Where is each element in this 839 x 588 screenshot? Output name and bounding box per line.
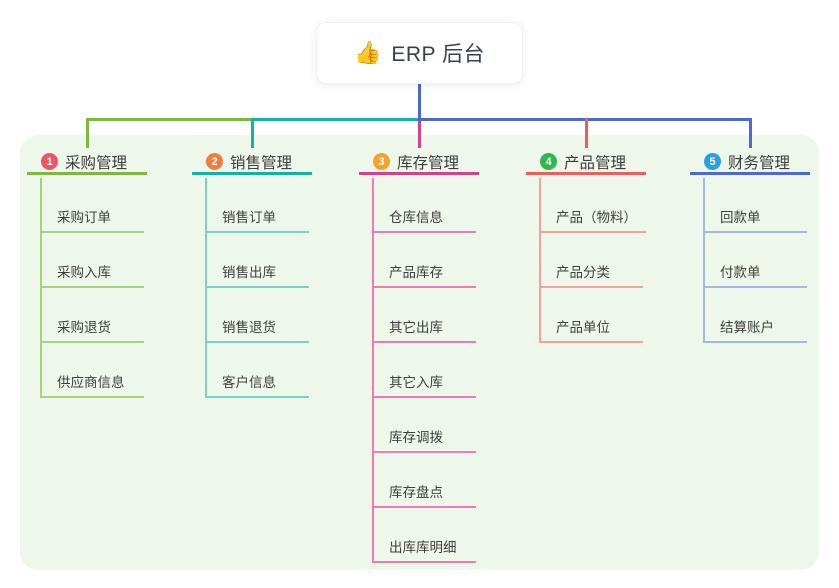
child-item: 结算账户 [703, 288, 807, 343]
branch-header-4: 4 产品管理 [526, 151, 646, 175]
child-item: 付款单 [703, 233, 807, 288]
child-label: 结算账户 [720, 320, 774, 335]
branch-label: 财务管理 [728, 154, 791, 172]
child-item: 产品（物料） [539, 178, 646, 233]
child-item: 供应商信息 [40, 343, 144, 398]
branch-label: 产品管理 [564, 154, 627, 172]
mindmap-panel [20, 135, 819, 570]
child-item: 销售出库 [205, 233, 309, 288]
child-item: 采购入库 [40, 233, 144, 288]
child-item: 其它入库 [372, 343, 476, 398]
connector-hline-teal [250, 118, 421, 121]
child-label: 库存盘点 [389, 485, 443, 500]
child-label: 采购订单 [57, 210, 111, 225]
connector-drop-4 [584, 118, 588, 148]
connector-drop-1 [85, 118, 89, 148]
child-label: 其它入库 [389, 375, 443, 390]
branch-header-1: 1 采购管理 [27, 151, 147, 175]
child-item: 客户信息 [205, 343, 309, 398]
child-item: 其它出库 [372, 288, 476, 343]
child-item: 库存调拨 [372, 398, 476, 453]
child-item: 产品单位 [539, 288, 643, 343]
child-label: 采购退货 [57, 320, 111, 335]
branch-header-5: 5 财务管理 [690, 151, 810, 175]
child-item: 库存盘点 [372, 453, 476, 508]
thumbs-up-icon: 👍 [353, 40, 382, 65]
branch-label: 采购管理 [65, 154, 128, 172]
root-label: ERP 后台 [391, 43, 486, 66]
child-label: 产品分类 [556, 265, 610, 280]
branch-number-badge: 4 [540, 153, 557, 170]
child-item: 产品分类 [539, 233, 643, 288]
branch-label: 库存管理 [397, 154, 460, 172]
child-item: 销售订单 [205, 178, 309, 233]
connector-drop-2 [250, 118, 254, 148]
connector-root-line [417, 84, 421, 121]
child-label: 销售订单 [222, 210, 276, 225]
child-label: 客户信息 [222, 375, 276, 390]
child-label: 产品单位 [556, 320, 610, 335]
child-list: 产品（物料） 产品分类产品单位 [539, 178, 646, 343]
branch-3: 3 库存管理仓库信息产品库存其它出库其它入库库存调拨库存盘点出库库明细 [359, 148, 519, 563]
child-rail [205, 178, 207, 398]
child-item: 回款单 [703, 178, 807, 233]
child-item: 出库库明细 [372, 508, 476, 563]
branch-header-3: 3 库存管理 [359, 151, 479, 175]
branch-5: 5 财务管理回款单付款单结算账户 [690, 148, 839, 343]
child-rail [372, 178, 374, 563]
child-list: 采购订单采购入库采购退货供应商信息 [40, 178, 144, 398]
child-label: 付款单 [720, 265, 761, 280]
branch-header-2: 2 销售管理 [192, 151, 312, 175]
child-item: 销售退货 [205, 288, 309, 343]
child-rail [703, 178, 705, 343]
child-label: 销售退货 [222, 320, 276, 335]
child-label: 产品（物料） [556, 210, 637, 225]
child-item: 采购订单 [40, 178, 144, 233]
child-label: 出库库明细 [389, 540, 457, 555]
child-label: 其它出库 [389, 320, 443, 335]
child-label: 销售出库 [222, 265, 276, 280]
root-node: 👍 ERP 后台 [316, 22, 523, 84]
branch-number-badge: 5 [704, 153, 721, 170]
branch-number-badge: 1 [41, 153, 58, 170]
child-label: 库存调拨 [389, 430, 443, 445]
connector-hline-green [85, 118, 254, 121]
branch-label: 销售管理 [230, 154, 293, 172]
branch-number-badge: 2 [206, 153, 223, 170]
branch-number-badge: 3 [373, 153, 390, 170]
child-label: 仓库信息 [389, 210, 443, 225]
child-list: 销售订单销售出库销售退货客户信息 [205, 178, 309, 398]
connector-drop-3 [417, 121, 421, 148]
branch-2: 2 销售管理销售订单销售出库销售退货客户信息 [192, 148, 352, 398]
child-rail [40, 178, 42, 398]
child-item: 仓库信息 [372, 178, 476, 233]
child-item: 产品库存 [372, 233, 476, 288]
connector-drop-5 [748, 118, 752, 148]
child-rail [539, 178, 541, 343]
branch-1: 1 采购管理采购订单采购入库采购退货供应商信息 [27, 148, 187, 398]
child-label: 回款单 [720, 210, 761, 225]
child-label: 供应商信息 [57, 375, 125, 390]
child-list: 回款单付款单结算账户 [703, 178, 807, 343]
child-label: 采购入库 [57, 265, 111, 280]
child-list: 仓库信息产品库存其它出库其它入库库存调拨库存盘点出库库明细 [372, 178, 476, 563]
child-item: 采购退货 [40, 288, 144, 343]
child-label: 产品库存 [389, 265, 443, 280]
branch-4: 4 产品管理产品（物料） 产品分类产品单位 [526, 148, 686, 343]
